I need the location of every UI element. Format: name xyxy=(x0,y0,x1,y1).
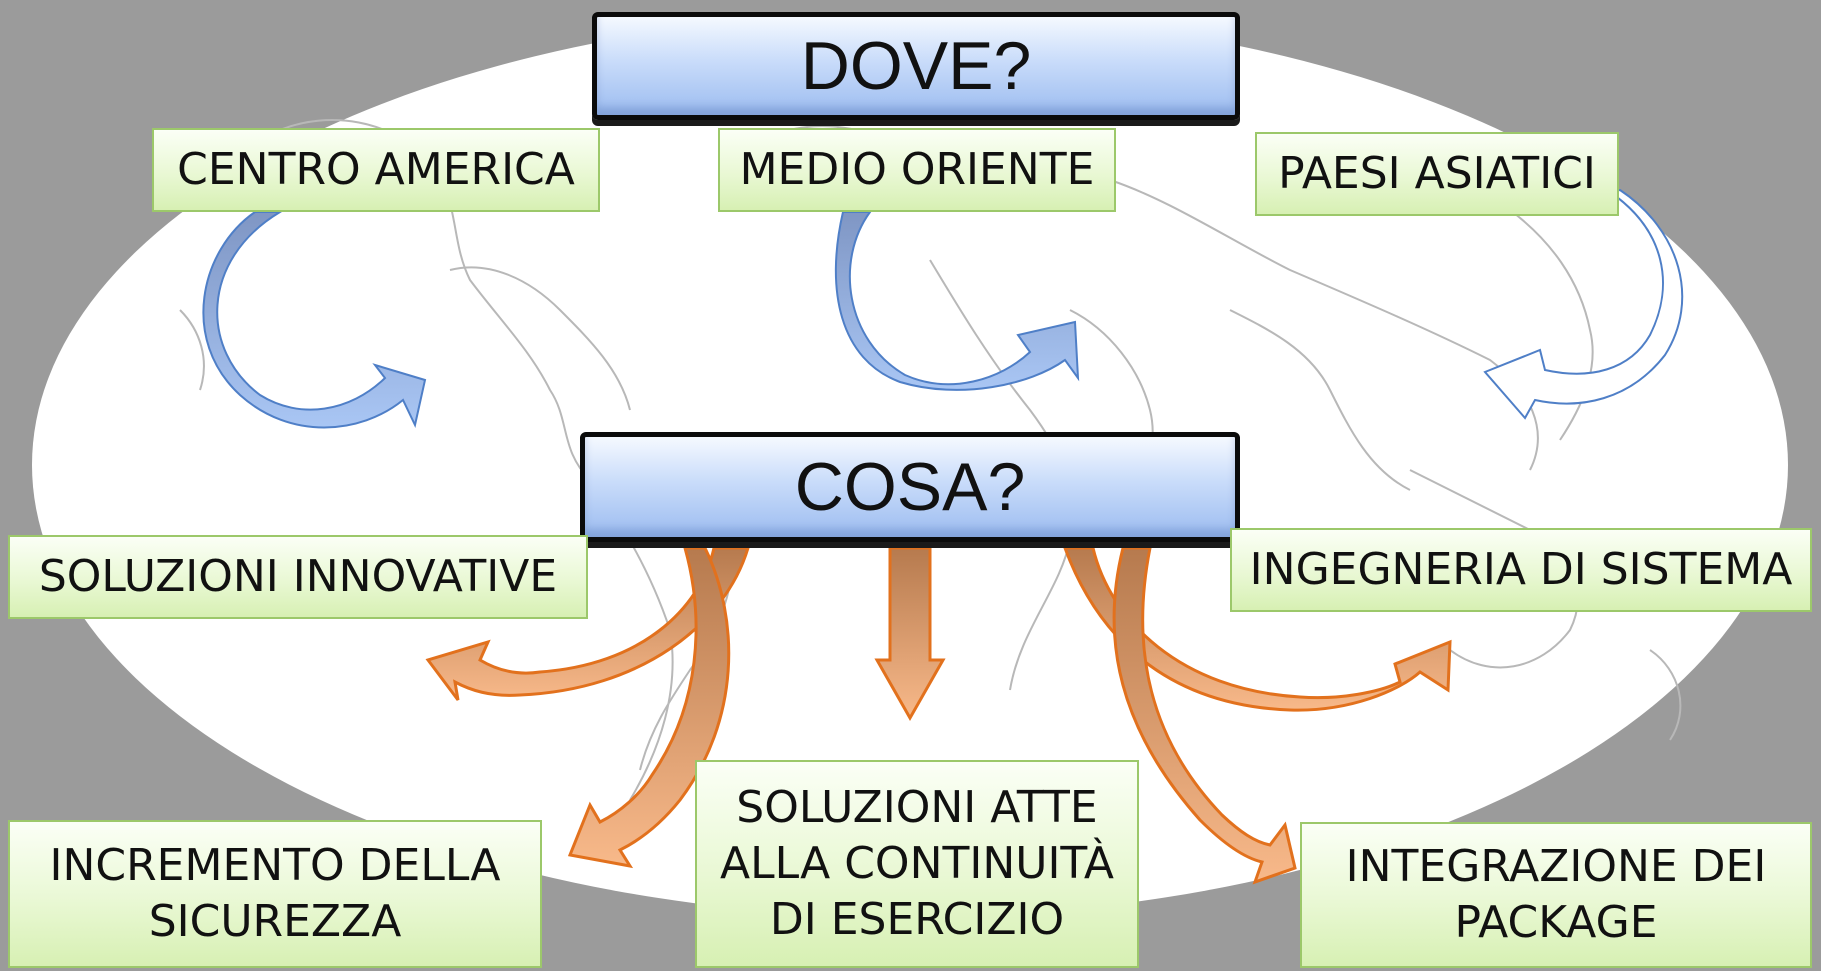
title-dove: DOVE? xyxy=(592,12,1240,120)
solution-integrazione-line-1: INTEGRAZIONE DEI xyxy=(1345,840,1767,892)
location-paesi-asiatici-label: PAESI ASIATICI xyxy=(1278,147,1596,199)
solution-integrazione-line-2: PACKAGE xyxy=(1454,897,1658,948)
title-dove-text: DOVE? xyxy=(800,28,1032,104)
solution-continuita-line-1: SOLUZIONI ATTE xyxy=(736,781,1098,833)
solution-ingegneria: INGEGNERIA DI SISTEMA xyxy=(1230,528,1812,612)
solution-continuita-line-3: DI ESERCIZIO xyxy=(769,894,1065,946)
location-medio-oriente: MEDIO ORIENTE xyxy=(718,128,1116,212)
location-centro-america: CENTRO AMERICA xyxy=(152,128,600,212)
solution-sicurezza: INCREMENTO DELLA SICUREZZA xyxy=(8,820,542,968)
solution-continuita: SOLUZIONI ATTE ALLA CONTINUITÀ DI ESERCI… xyxy=(695,760,1139,968)
location-paesi-asiatici: PAESI ASIATICI xyxy=(1255,132,1619,216)
solution-integrazione: INTEGRAZIONE DEI PACKAGE xyxy=(1300,822,1812,968)
solution-sicurezza-line-1: INCREMENTO DELLA xyxy=(49,839,501,891)
solution-innovative: SOLUZIONI INNOVATIVE xyxy=(8,535,588,619)
solution-ingegneria-label: INGEGNERIA DI SISTEMA xyxy=(1249,543,1793,595)
location-medio-oriente-label: MEDIO ORIENTE xyxy=(739,143,1095,195)
solution-innovative-label: SOLUZIONI INNOVATIVE xyxy=(38,550,558,602)
solution-continuita-line-2: ALLA CONTINUITÀ xyxy=(719,837,1114,889)
location-centro-america-label: CENTRO AMERICA xyxy=(177,143,575,195)
title-cosa: COSA? xyxy=(580,432,1240,542)
solution-sicurezza-line-2: SICUREZZA xyxy=(148,896,402,947)
title-cosa-text: COSA? xyxy=(794,449,1026,525)
